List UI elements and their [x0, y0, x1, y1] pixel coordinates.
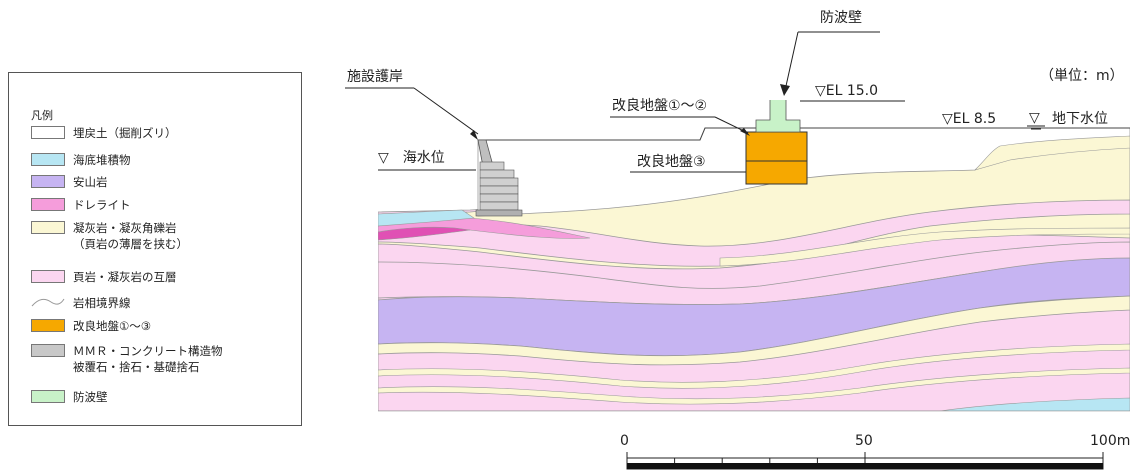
improved-ground-1-2	[745, 131, 808, 162]
scale-ticks	[626, 452, 1104, 463]
legend-item-label: 凝灰岩・凝灰角礫岩 （頁岩の薄層を挟む）	[73, 221, 188, 251]
legend-swatch	[31, 344, 65, 357]
legend-item-label: 安山岩	[73, 175, 108, 189]
legend-swatch	[31, 390, 65, 403]
ground-surface-line	[478, 127, 1130, 141]
legend-item-label: 改良地盤①～③	[73, 319, 152, 333]
legend-swatch	[31, 198, 65, 211]
improved-ground-3	[745, 160, 808, 185]
legend-item: ドレライト	[31, 197, 131, 213]
label-el85: ▽EL 8.5	[942, 111, 996, 127]
legend-swatch	[31, 270, 65, 283]
breakwater-wall	[755, 100, 801, 133]
legend-item: 安山岩	[31, 174, 108, 190]
scale-tick-100: 100m	[1090, 433, 1130, 449]
legend-item-label: 海底堆積物	[73, 153, 131, 167]
scale-tick-50: 50	[855, 433, 873, 449]
legend-swatch	[31, 175, 65, 188]
legend-item-label: 岩相境界線	[73, 296, 131, 310]
legend-item: 埋戻土（掘削ズリ）	[31, 125, 177, 141]
label-sea-level: ▽ 海水位	[378, 150, 476, 171]
layer-tuff-thin-b	[378, 367, 1130, 405]
legend-item-label: ドレライト	[73, 198, 131, 212]
legend-item: 改良地盤①～③	[31, 318, 151, 334]
layer-shale-upper-band	[378, 199, 1130, 267]
breakwater-label: 防波壁	[820, 10, 862, 26]
legend-item-label: 埋戻土（掘削ズリ）	[73, 126, 177, 140]
legend-item-label: 頁岩・凝灰岩の互層	[73, 270, 177, 284]
legend-swatch	[31, 319, 65, 332]
boundary-line-icon	[31, 298, 65, 307]
legend-swatch	[31, 153, 65, 166]
seawall-label: 施設護岸	[347, 69, 403, 85]
scale-tick-0: 0	[620, 433, 629, 449]
legend-swatch	[31, 221, 65, 234]
el15-label: ▽EL 15.0	[815, 83, 878, 99]
legend-item: ＭＭＲ・コンクリート構造物 被覆石・捨石・基礎捨石	[31, 343, 223, 375]
label-ground12: 改良地盤①～②	[610, 98, 750, 136]
groundwater-symbol: ▽	[1029, 110, 1040, 126]
layer-sea-deposit-bottom	[939, 397, 1130, 411]
unit-label: （単位：m）	[1040, 68, 1124, 84]
layer-tuff-thin-a	[378, 343, 1130, 389]
label-el15: ▽EL 15.0	[800, 83, 905, 102]
legend-title: 凡例	[31, 109, 53, 122]
legend-item-label: 防波壁	[73, 390, 108, 404]
label-ground3: 改良地盤③	[630, 154, 746, 173]
layer-tuff-cap	[973, 135, 1130, 171]
layer-sea-deposit	[378, 209, 475, 227]
layer-dolerite-dark	[378, 226, 471, 241]
legend-item: 岩相境界線	[31, 295, 131, 311]
el85-label: ▽EL 8.5	[942, 111, 996, 127]
sea-level-label: ▽ 海水位	[378, 150, 445, 166]
label-breakwater: 防波壁	[780, 10, 880, 96]
legend-swatch	[31, 126, 65, 139]
scale-bar: 0 50 100m	[620, 433, 1130, 470]
legend-item-label: ＭＭＲ・コンクリート構造物 被覆石・捨石・基礎捨石	[73, 344, 223, 374]
legend-panel: 凡例 埋戻土（掘削ズリ） 海底堆積物安山岩ドレライト凝灰岩・凝灰角礫岩 （頁岩の薄…	[8, 72, 302, 426]
layer-tuff-streak	[719, 227, 1130, 267]
legend-item: 頁岩・凝灰岩の互層	[31, 269, 177, 285]
label-seawall: 施設護岸	[345, 69, 479, 140]
layer-tuff-lower	[378, 295, 1130, 366]
legend-item: 凝灰岩・凝灰角礫岩 （頁岩の薄層を挟む）	[31, 220, 188, 252]
revetment-structure	[475, 139, 523, 217]
ground3-label: 改良地盤③	[637, 154, 706, 170]
legend-item: 海底堆積物	[31, 152, 131, 168]
groundwater-label: 地下水位	[1052, 111, 1108, 127]
label-groundwater: ▽ 地下水位	[1027, 110, 1108, 130]
legend-item: 防波壁	[31, 389, 108, 405]
ground12-label: 改良地盤①～②	[612, 98, 707, 114]
